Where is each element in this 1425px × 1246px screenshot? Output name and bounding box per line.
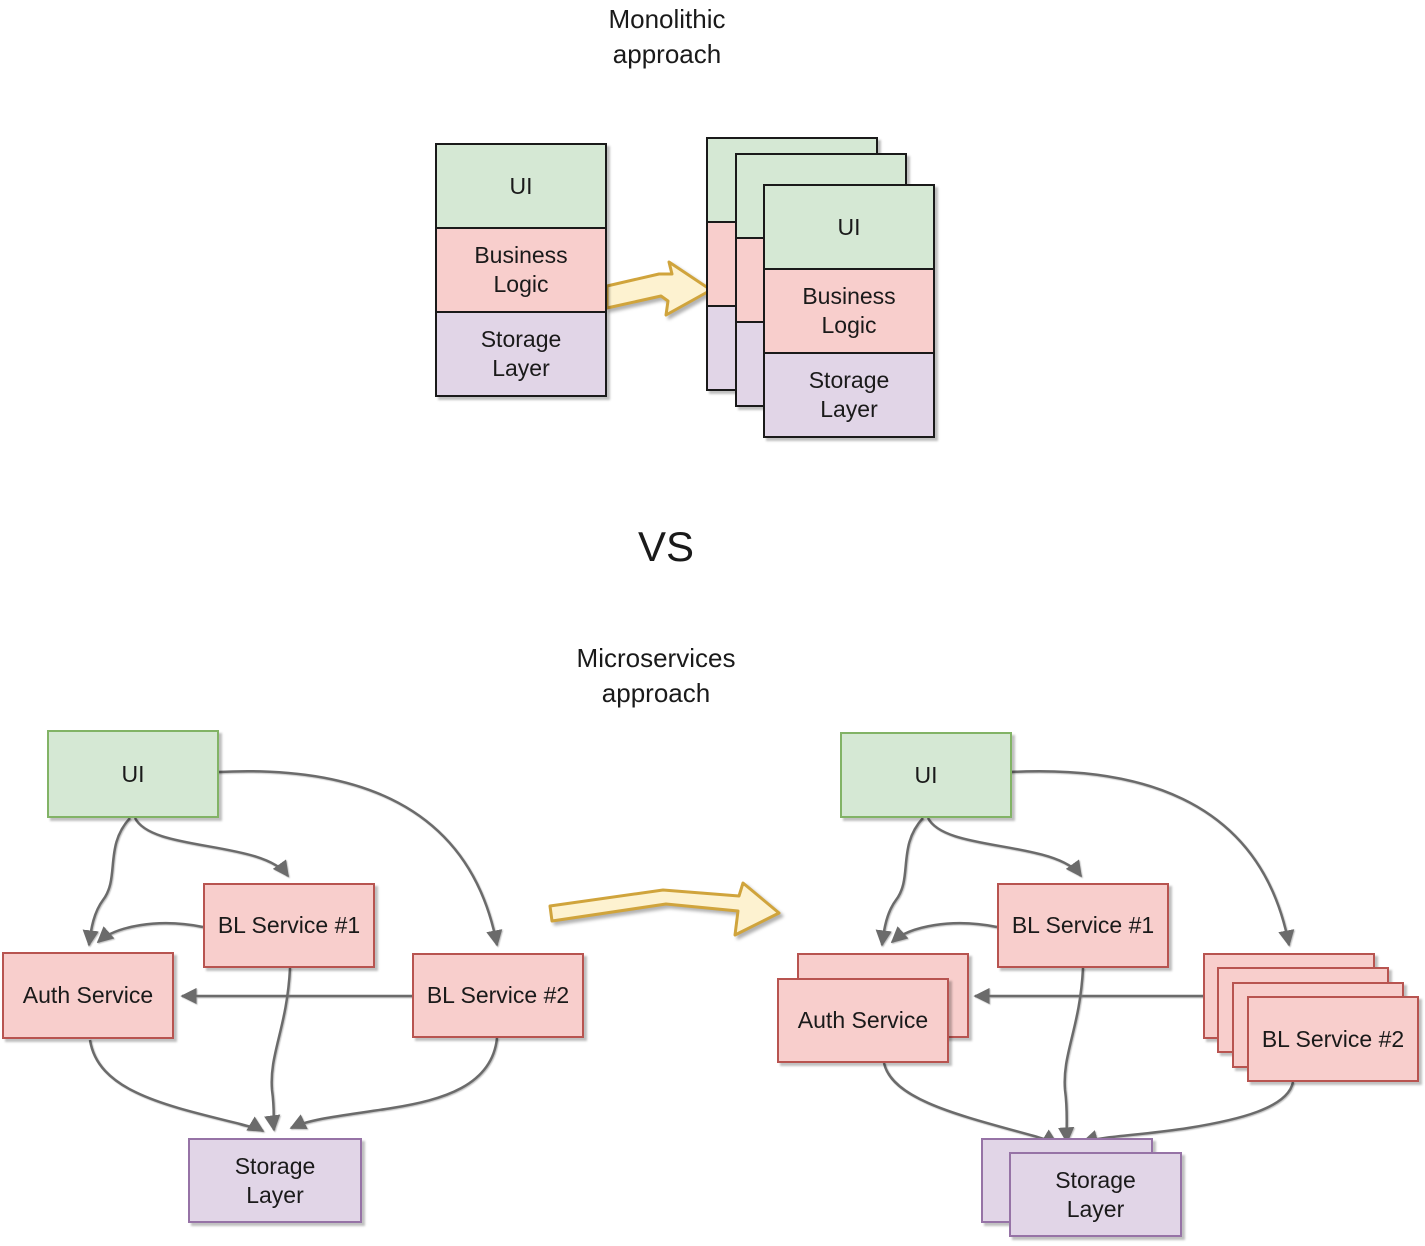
bl-service-1-label: BL Service #1 (217, 912, 361, 938)
ui-node-left: UI (47, 730, 219, 818)
auth-service-node-left: Auth Service (2, 952, 174, 1039)
bl-service-2-label: BL Service #2 (1261, 1025, 1405, 1052)
monolith-business-logic-layer: Business Logic (763, 268, 935, 354)
monolithic-title: Monolithic approach (517, 2, 817, 72)
auth-service-label: Auth Service (797, 1007, 929, 1033)
ui-node-right: UI (840, 732, 1012, 818)
monolithic-title-line2: approach (612, 39, 722, 69)
monolith-ui-label: UI (509, 172, 533, 199)
edge-bl2-to-storage-left (289, 1037, 499, 1130)
edge-auth-to-storage-right (882, 1062, 1059, 1146)
monolith-business-logic-layer: Business Logic (435, 227, 607, 313)
edge-ui-to-bl1-right (926, 817, 1083, 878)
monolith-storage-label-line2: Layer (820, 396, 878, 422)
storage-label-line2: Layer (246, 1181, 304, 1208)
monolith-storage-layer: Storage Layer (763, 352, 935, 438)
bl-service-2-node-left: BL Service #2 (412, 953, 584, 1038)
microservices-title: Microservices approach (506, 641, 806, 711)
monolith-bl-label-line2: Logic (493, 271, 549, 297)
edge-bl1-to-auth-left (96, 921, 204, 944)
storage-label-line1: Storage (1055, 1166, 1136, 1193)
monolithic-title-line1: Monolithic (608, 4, 726, 34)
monolith-bl-label-line1: Business (474, 242, 568, 268)
microservices-title-line2: approach (601, 678, 711, 708)
vs-label: VS (637, 523, 695, 570)
edge-bl1-to-storage-right (1058, 967, 1085, 1144)
storage-label-line2: Layer (1066, 1195, 1125, 1222)
bl-service-2-node-right: BL Service #2 (1247, 996, 1419, 1082)
edge-bl1-to-auth-right (890, 921, 998, 944)
ui-label: UI (914, 761, 938, 788)
storage-layer-node-left: Storage Layer (188, 1138, 362, 1223)
bl-service-1-node-left: BL Service #1 (203, 883, 375, 968)
edge-bl1-to-storage-left (264, 967, 292, 1132)
bl-service-1-node-right: BL Service #1 (997, 883, 1169, 968)
edge-bl2-to-storage-right (1081, 1081, 1295, 1146)
storage-label-line1: Storage (234, 1152, 316, 1179)
bl-service-1-label: BL Service #1 (1011, 912, 1155, 938)
edge-ui-to-bl2-right (1009, 769, 1295, 947)
monolith-storage-layer: Storage Layer (435, 311, 607, 397)
storage-layer-node-right: Storage Layer (1009, 1152, 1182, 1237)
edge-ui-to-auth-left (82, 817, 131, 947)
ui-label: UI (121, 760, 145, 787)
monolith-scale-arrow-icon (605, 260, 713, 317)
edge-ui-to-bl1-left (133, 817, 290, 878)
bl-service-2-label: BL Service #2 (426, 982, 570, 1008)
monolith-stack-replica-front: UI Business Logic Storage Layer (763, 184, 935, 438)
monolith-storage-label-line2: Layer (492, 355, 550, 381)
monolith-bl-label-line2: Logic (821, 312, 877, 338)
microservices-title-line1: Microservices (576, 643, 736, 673)
auth-service-label: Auth Service (22, 982, 154, 1008)
microservices-scale-arrow-icon (548, 881, 781, 937)
monolith-storage-label-line1: Storage (808, 367, 890, 393)
edge-ui-to-auth-right (875, 817, 924, 947)
monolith-ui-layer: UI (435, 143, 607, 229)
monolith-storage-label-line1: Storage (480, 326, 562, 352)
monolith-ui-layer: UI (763, 184, 935, 270)
monolith-ui-label: UI (837, 213, 861, 240)
edge-ui-to-bl2-left (217, 769, 503, 947)
auth-service-node-right: Auth Service (777, 978, 949, 1063)
edge-auth-to-storage-left (88, 1039, 265, 1133)
monolith-stack-single: UI Business Logic Storage Layer (435, 143, 607, 397)
monolith-bl-label-line1: Business (802, 283, 896, 309)
